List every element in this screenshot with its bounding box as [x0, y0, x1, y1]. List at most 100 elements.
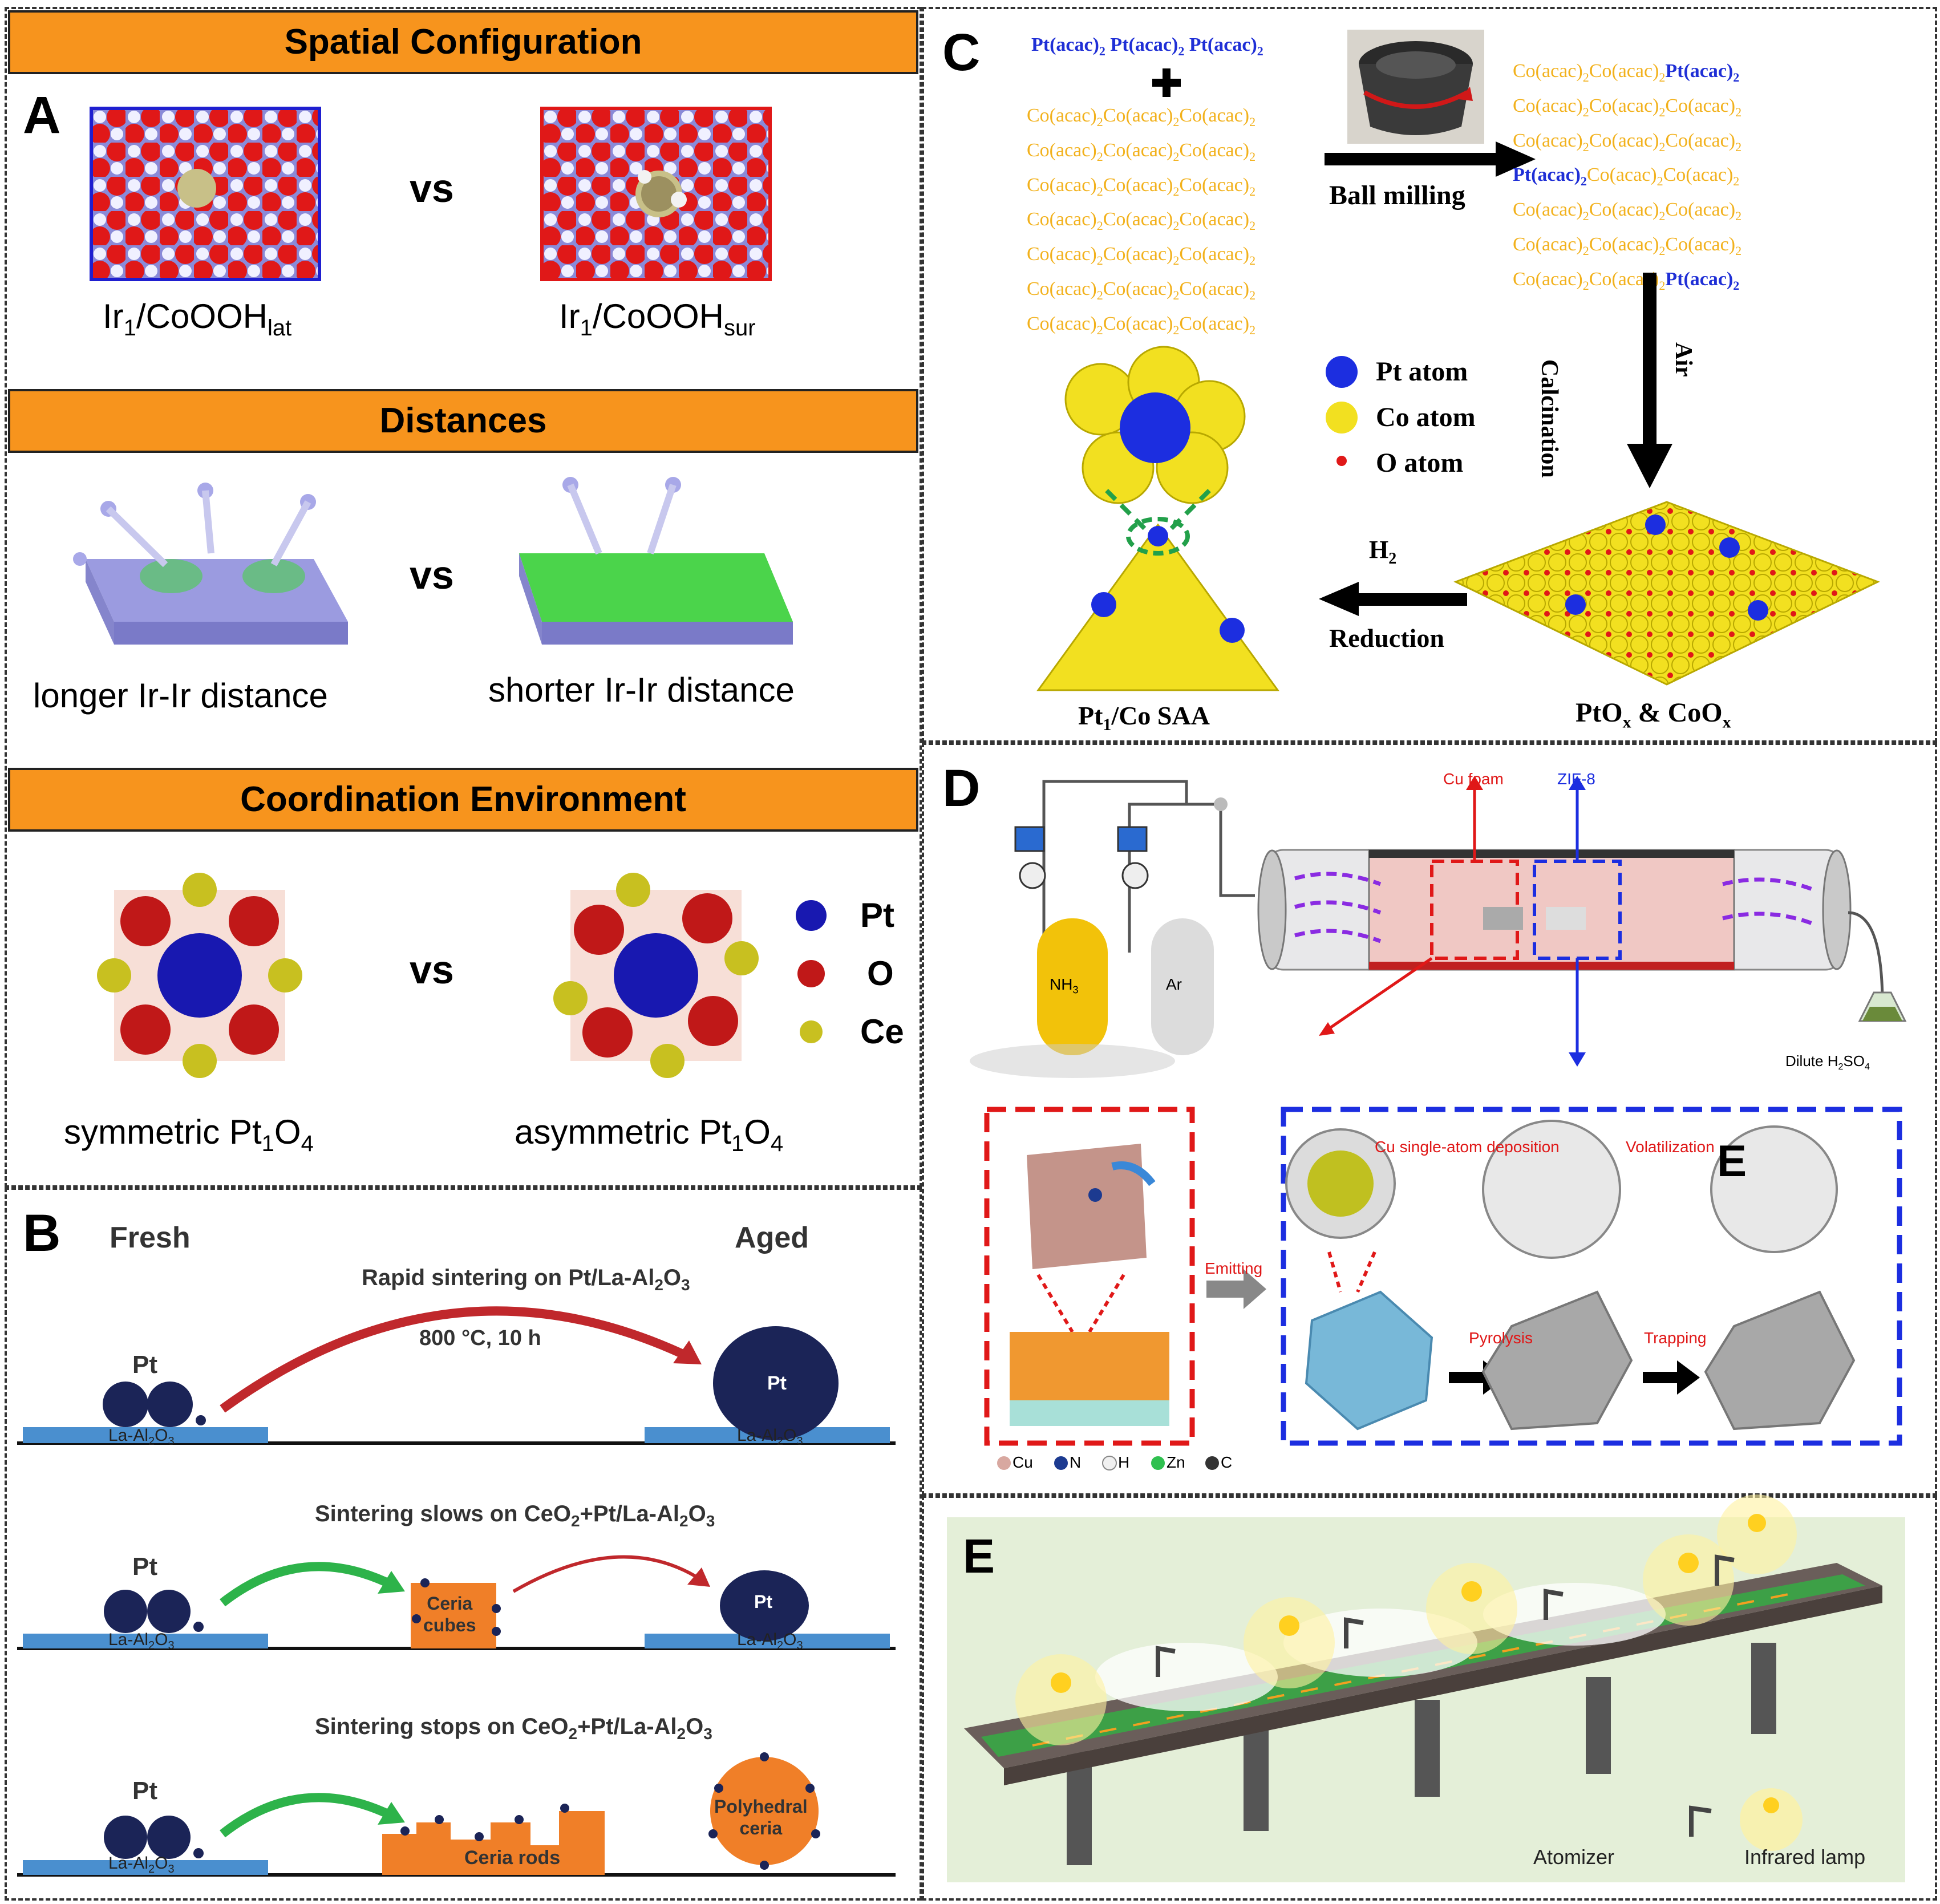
row1-condition: 800 °C, 10 h — [419, 1326, 541, 1350]
panel-b-frame — [5, 1188, 922, 1901]
co-acac-cell: Co(acac)2 — [1027, 278, 1103, 302]
row3-support-fresh: La-Al2O3 — [108, 1854, 175, 1875]
conveyor-belt-scene — [947, 1494, 1905, 1882]
cu-foam-label: Cu foam — [1443, 770, 1504, 788]
co-acac-cell: Co(acac)2 — [1027, 244, 1103, 268]
row2-support-aged: La-Al2O3 — [737, 1630, 803, 1652]
legend-pt-atom: Pt atom — [1376, 357, 1468, 387]
symmetric-label: symmetric Pt1O4 — [64, 1113, 314, 1156]
volatilization-label: Volatilization — [1626, 1138, 1715, 1156]
co-acac-cell: Co(acac)2 — [1179, 209, 1256, 233]
co-acac-cell: Co(acac)2 — [1513, 199, 1589, 223]
dilute-h2so4-label: Dilute H2SO4 — [1785, 1052, 1870, 1072]
co-acac-cell: Co(acac)2 — [1103, 105, 1180, 129]
pt-acac-cell: Pt(acac)2 — [1665, 60, 1740, 84]
panel-d-frame — [922, 743, 1937, 1496]
atom-legend-markers — [1326, 356, 1358, 466]
co-acac-cell: Co(acac)2 — [1665, 129, 1742, 154]
panel-a-letter: A — [23, 86, 61, 144]
co-acac-cell: Co(acac)2 — [1665, 233, 1742, 258]
row2-title: Sintering slows on CeO2+Pt/La-Al2O3 — [315, 1501, 715, 1530]
legend-co-atom: Co atom — [1376, 402, 1476, 432]
panel-d-letter: D — [942, 759, 981, 817]
ball-mill-jar — [1347, 30, 1484, 144]
row2-support-fresh: La-Al2O3 — [108, 1630, 175, 1652]
panel-e-frame — [922, 1496, 1937, 1901]
legend-zn: Zn — [1167, 1453, 1185, 1471]
row1-pt-aged: Pt — [767, 1372, 787, 1394]
co-acac-cell: Co(acac)2 — [1513, 268, 1589, 293]
inner-e-letter: E — [1717, 1136, 1747, 1186]
air-label: Air — [1670, 342, 1696, 377]
ptox-coox-slab — [1453, 501, 1880, 686]
row1-title: Rapid sintering on Pt/La-Al2O3 — [362, 1265, 690, 1294]
ir-atom — [177, 169, 216, 208]
atomizer-label: Atomizer — [1533, 1845, 1615, 1869]
pt1-co-saa-cluster — [1036, 346, 1279, 691]
co-acac-cell: Co(acac)2 — [1103, 209, 1180, 233]
shorter-distance-label: shorter Ir-Ir distance — [488, 671, 795, 709]
legend-o: O — [867, 954, 894, 992]
co-acac-cell: Co(acac)2 — [1663, 164, 1740, 189]
co-acac-cell: Co(acac)2 — [1179, 174, 1256, 198]
co-acac-cell: Co(acac)2 — [1513, 129, 1589, 154]
ptox-coox-label: PtOx & CoOx — [1576, 698, 1731, 732]
pt1-co-saa-label: Pt1/Co SAA — [1078, 701, 1210, 735]
reduction-label: Reduction — [1329, 623, 1444, 653]
legend-pt: Pt — [860, 896, 894, 934]
infrared-lamp-label: Infrared lamp — [1744, 1845, 1866, 1869]
co-acac-cell: Co(acac)2 — [1027, 139, 1103, 164]
ball-milling-arrow — [1325, 141, 1536, 177]
co-acac-cell: Co(acac)2 — [1589, 60, 1666, 84]
panel-a-frame — [5, 7, 922, 1188]
h2-label: H2 — [1369, 536, 1397, 568]
fresh-label: Fresh — [110, 1221, 191, 1254]
vs-coordination: vs — [410, 947, 454, 992]
co-acac-cell: Co(acac)2 — [1027, 313, 1103, 337]
calcination-label: Calcination — [1536, 359, 1562, 478]
co-acac-cell: Co(acac)2 — [1179, 244, 1256, 268]
co-acac-cell: Co(acac)2 — [1665, 95, 1742, 119]
banner-spatial-configuration: Spatial Configuration — [8, 10, 918, 74]
co-acac-cell: Co(acac)2 — [1103, 139, 1180, 164]
co-acac-cell: Co(acac)2 — [1586, 164, 1663, 189]
co-acac-cell: Co(acac)2 — [1513, 60, 1589, 84]
row1-pt-fresh: Pt — [132, 1351, 157, 1379]
legend-c: C — [1221, 1453, 1233, 1471]
co-acac-cell: Co(acac)2 — [1179, 278, 1256, 302]
co-acac-cell: Co(acac)2 — [1513, 95, 1589, 119]
ceria-rods-label: Ceria rods — [464, 1847, 561, 1869]
panel-c-frame — [922, 7, 1937, 743]
pyrolysis-label: Pyrolysis — [1469, 1329, 1533, 1347]
co-acac-cell: Co(acac)2 — [1179, 105, 1256, 129]
banner-distances: Distances — [8, 389, 918, 453]
co-acac-cell: Co(acac)2 — [1027, 105, 1103, 129]
nh3-cylinder — [1037, 918, 1108, 1055]
co-acac-cell: Co(acac)2 — [1589, 199, 1666, 223]
co-acac-cell: Co(acac)2 — [1589, 233, 1666, 258]
co-acac-cell: Co(acac)2 — [1103, 174, 1180, 198]
row1-diagram — [17, 1306, 896, 1445]
banner-coordination-environment: Coordination Environment — [8, 768, 918, 832]
legend-h: H — [1118, 1453, 1130, 1471]
co-acac-cell: Co(acac)2 — [1513, 233, 1589, 258]
ball-milling-label: Ball milling — [1329, 180, 1465, 210]
ir-lat-label: Ir1/CoOOHlat — [103, 297, 292, 341]
row1-support-aged: La-Al2O3 — [737, 1426, 803, 1448]
reduction-arrow — [1319, 582, 1467, 616]
slab-longer — [73, 483, 348, 645]
nh3-label: NH3 — [1050, 975, 1079, 996]
row2-pt-aged: Pt — [754, 1591, 772, 1612]
cu-emission-schematic — [984, 1107, 1902, 1470]
row3-pt-fresh: Pt — [132, 1777, 157, 1805]
panel-c-letter: C — [942, 23, 981, 82]
trapping-label: Trapping — [1644, 1329, 1707, 1347]
co-acac-cell: Co(acac)2 — [1665, 199, 1742, 223]
asymmetric-label: asymmetric Pt1O4 — [515, 1113, 784, 1156]
slab-shorter — [519, 477, 793, 645]
longer-distance-label: longer Ir-Ir distance — [33, 676, 328, 715]
lattice-ir-sur — [540, 107, 772, 281]
